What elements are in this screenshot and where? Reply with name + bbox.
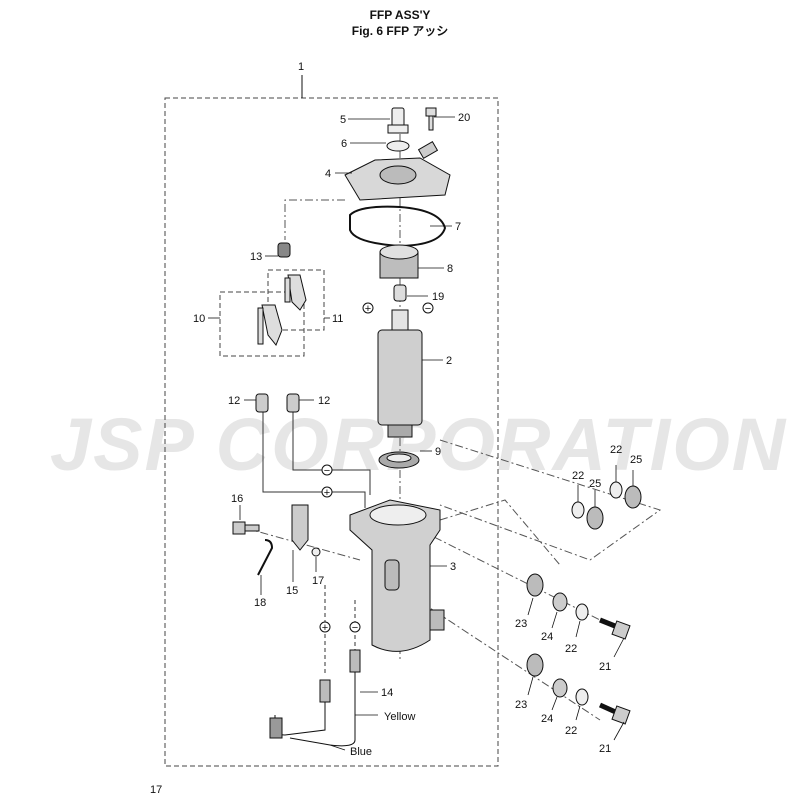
callout-4: 4 <box>325 168 331 180</box>
part-9-rubber-ring <box>378 451 420 469</box>
minus-sign: − <box>324 465 330 477</box>
wire-label-yellow: Yellow <box>384 711 415 723</box>
callout-12-left: 12 <box>228 395 240 407</box>
callout-22-d: 22 <box>565 725 577 737</box>
callout-22-a: 22 <box>572 470 584 482</box>
diagram-subtitle: Fig. 6 FFP アッシ <box>351 24 449 38</box>
part-12-plug-right <box>286 393 300 413</box>
axis-bracket-left <box>284 199 345 240</box>
callout-24-upper: 24 <box>541 631 553 643</box>
boundary-11 <box>267 269 325 331</box>
minus-sign: − <box>352 622 358 634</box>
bolt-set-upper <box>526 573 631 640</box>
callout-2: 2 <box>446 355 452 367</box>
plus-sign: + <box>324 487 330 499</box>
axis-right-lower <box>439 499 561 566</box>
axis-right-bracket <box>439 439 662 561</box>
callout-11: 11 <box>332 313 343 325</box>
part-14-harness <box>269 649 361 747</box>
polarity-markers: + − − + + − <box>319 302 434 634</box>
part-11-terminal <box>284 274 307 311</box>
part-2-fuel-pump <box>377 309 423 438</box>
part-3-ffp-body <box>349 499 445 652</box>
callout-22-b: 22 <box>610 444 622 456</box>
part-13-cap <box>277 242 291 258</box>
wire-label-blue: Blue <box>350 746 372 758</box>
bolt-set-lower <box>526 653 631 725</box>
callout-23-lower: 23 <box>515 699 527 711</box>
part-19-insulator <box>393 284 407 302</box>
minus-sign: − <box>425 303 431 315</box>
assembly-boundary <box>164 97 499 767</box>
part-17-washer <box>311 547 321 557</box>
axis-bolt-lower <box>394 584 601 721</box>
callout-6: 6 <box>341 138 347 150</box>
callout-3: 3 <box>450 561 456 573</box>
callout-10: 10 <box>193 313 205 325</box>
diagram-title: FFP ASS'Y <box>369 8 431 22</box>
part-10-terminal <box>257 304 283 346</box>
part-6-washer <box>386 140 410 152</box>
part-15-clip <box>291 504 309 551</box>
part-16-bolt <box>232 521 260 535</box>
part-5-fitting <box>387 107 409 134</box>
page-number: 17 <box>150 784 163 796</box>
callout-numbers: 1 2 3 4 5 6 7 8 9 10 11 12 12 13 14 15 1… <box>193 61 642 758</box>
callout-21-lower: 21 <box>599 743 611 755</box>
callout-25-b: 25 <box>630 454 642 466</box>
callout-12-right: 12 <box>318 395 330 407</box>
callout-24-lower: 24 <box>541 713 553 725</box>
callout-21-upper: 21 <box>599 661 611 673</box>
part-22-grommet-a <box>571 501 585 519</box>
callout-23-upper: 23 <box>515 618 527 630</box>
callout-14: 14 <box>381 687 393 699</box>
callout-16: 16 <box>231 493 243 505</box>
plus-sign: + <box>365 303 371 315</box>
callout-22-c: 22 <box>565 643 577 655</box>
callout-19: 19 <box>432 291 444 303</box>
callout-25-a: 25 <box>589 478 601 490</box>
callout-20: 20 <box>458 112 470 124</box>
part-25-collar-a <box>586 506 604 530</box>
callout-5: 5 <box>340 114 346 126</box>
callout-8: 8 <box>447 263 453 275</box>
callout-17: 17 <box>312 575 324 587</box>
boundary-10 <box>219 291 305 357</box>
part-12-plug-left <box>255 393 269 413</box>
callout-18: 18 <box>254 597 266 609</box>
callout-leaders <box>208 116 634 751</box>
part-4-cover <box>344 140 451 201</box>
part-7-gasket <box>349 205 447 248</box>
callout-7: 7 <box>455 221 461 233</box>
plus-sign: + <box>322 622 328 634</box>
callout-9: 9 <box>435 446 441 458</box>
axis-bolt-upper <box>419 529 621 631</box>
part-22-grommet-b <box>609 481 623 499</box>
part-18-band <box>257 539 274 576</box>
callout-1: 1 <box>298 61 304 73</box>
callout-15: 15 <box>286 585 298 597</box>
callout-13: 13 <box>250 251 262 263</box>
wire-route-positive <box>262 412 366 508</box>
part-25-collar-b <box>624 485 642 509</box>
part-20-screw <box>425 107 437 131</box>
part-8-ring-nut <box>379 244 419 279</box>
